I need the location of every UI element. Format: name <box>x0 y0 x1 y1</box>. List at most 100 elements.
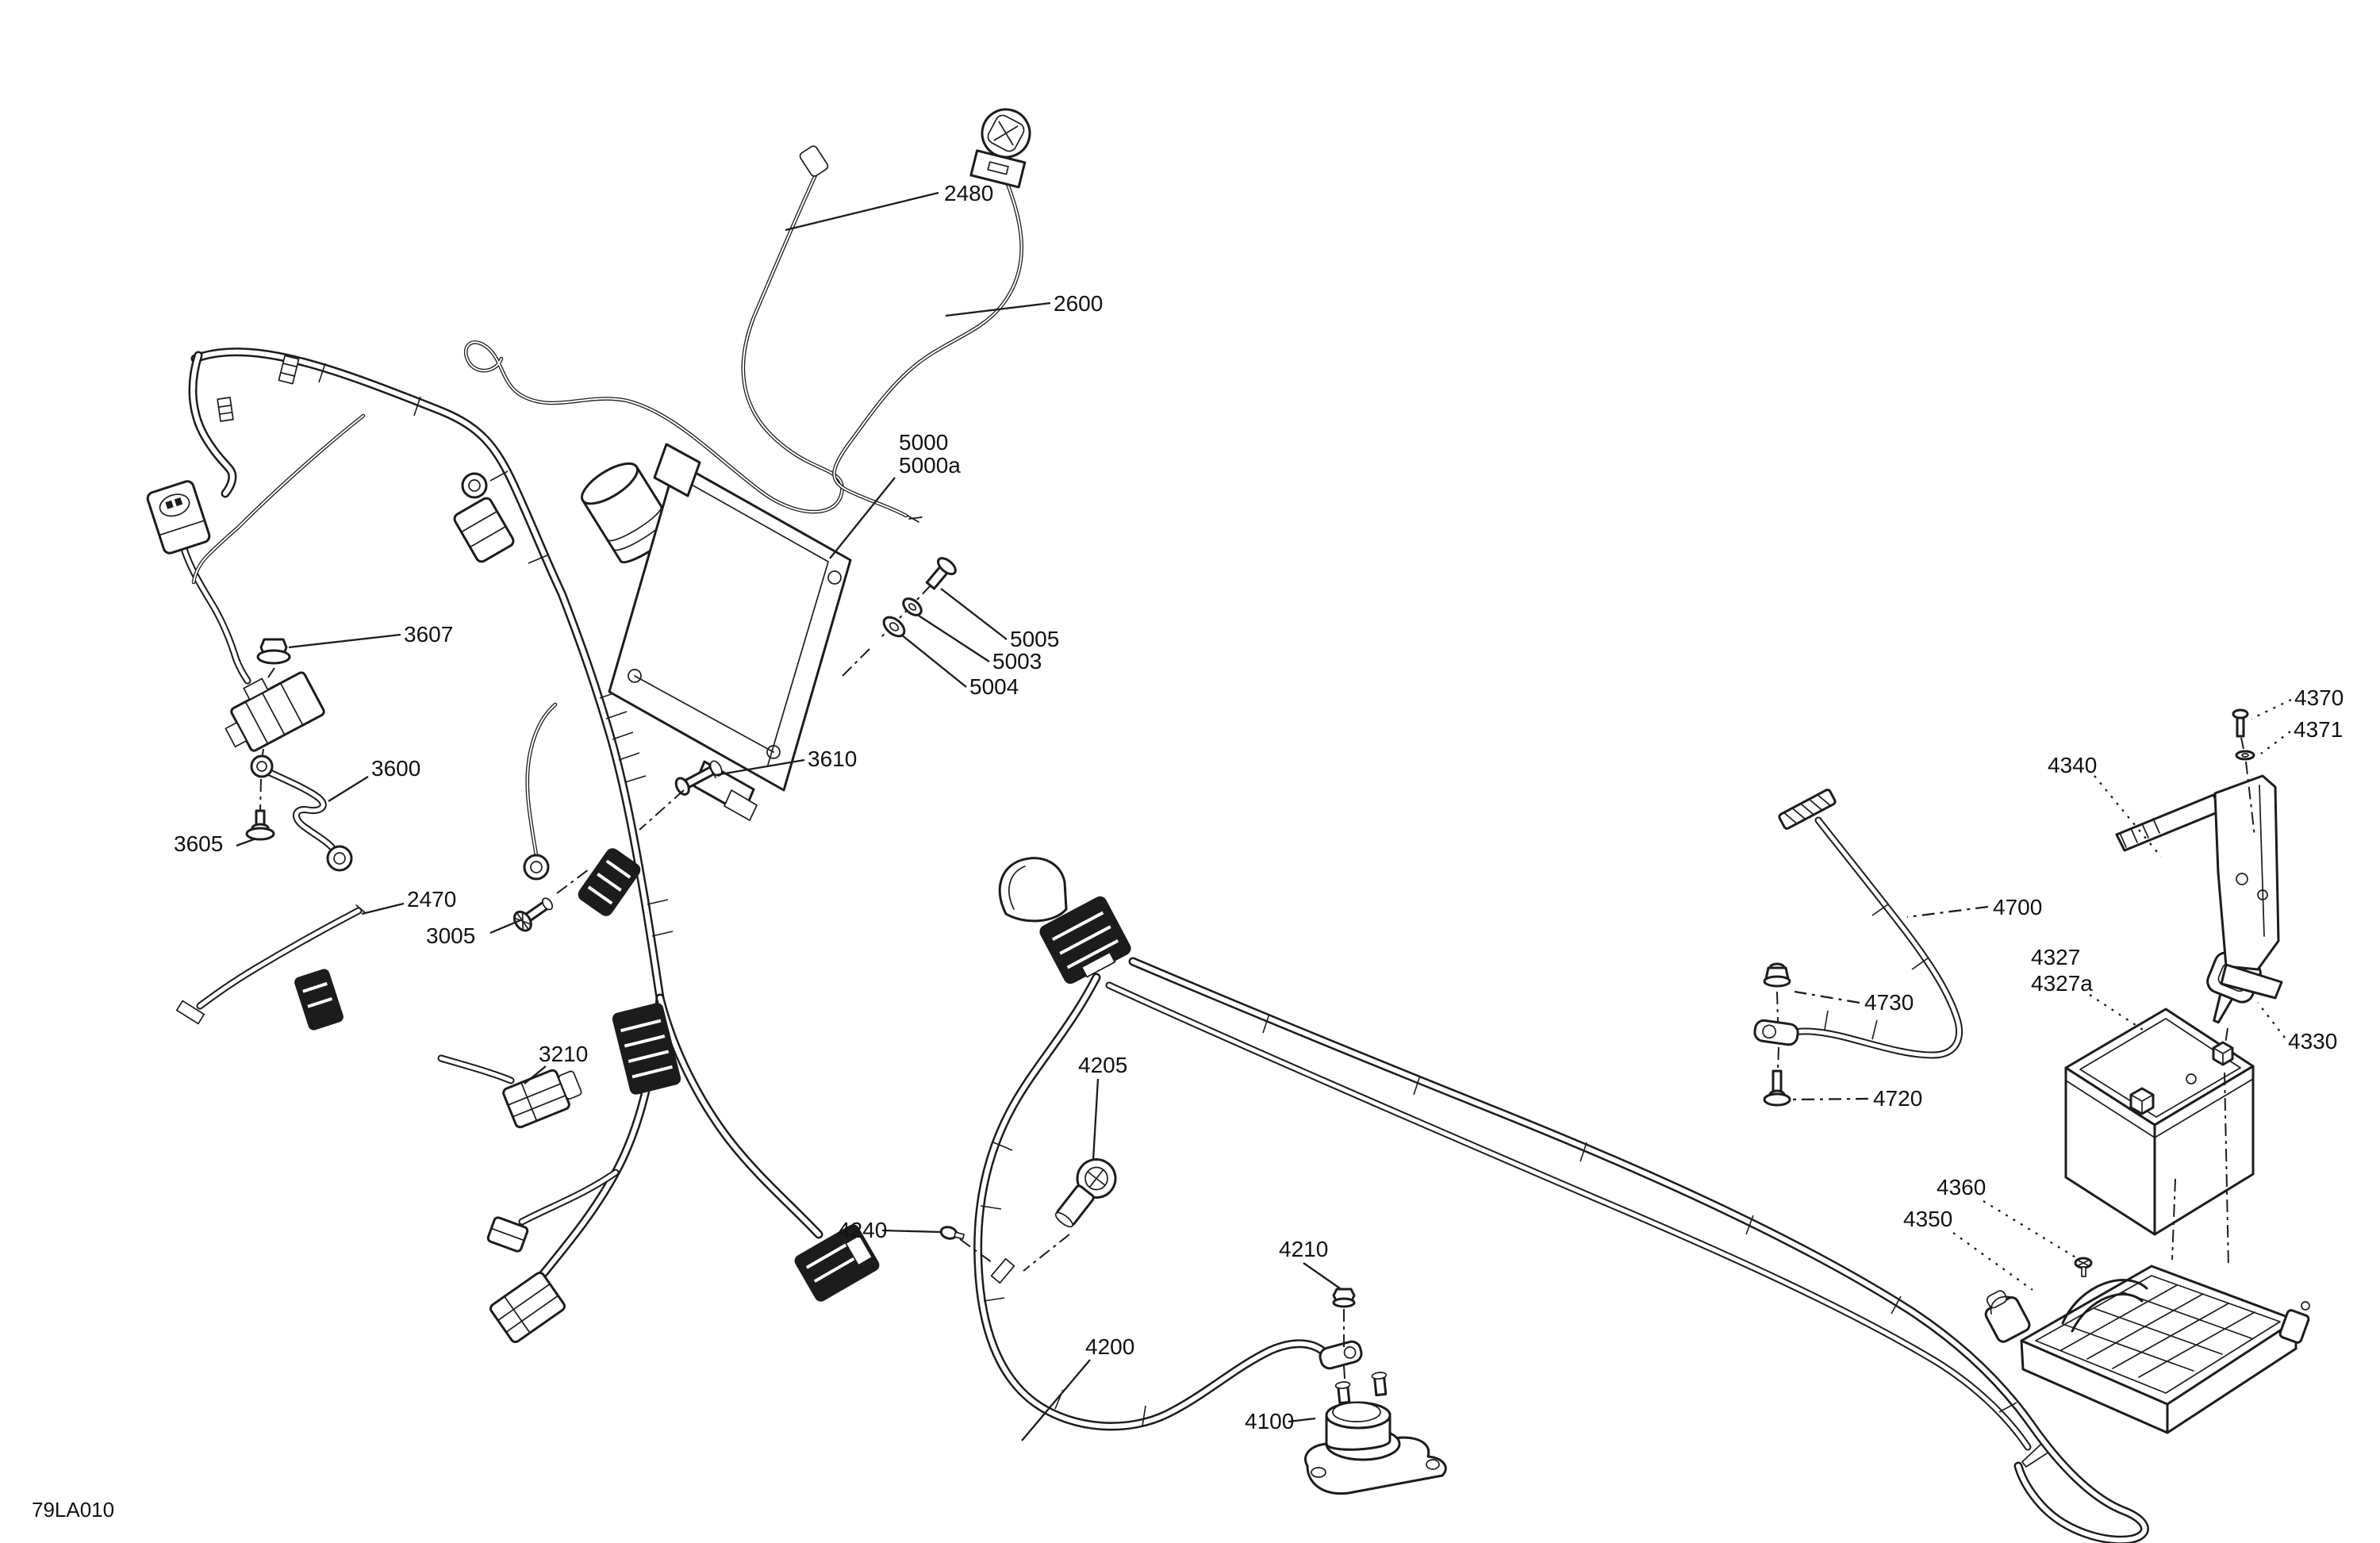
part-label-4327a: 4327a <box>2031 971 2093 996</box>
harness-connector-lower-left <box>489 1271 566 1344</box>
part-label-4730: 4730 <box>1864 990 1914 1015</box>
terminal-cap-4205 <box>1054 1158 1117 1228</box>
leader-line-4327a <box>2089 994 2146 1032</box>
nut-3607 <box>256 638 291 665</box>
battery-4327 <box>2064 1008 2255 1236</box>
bolt-4720 <box>1763 1069 1791 1107</box>
part-label-3005: 3005 <box>426 923 475 948</box>
ring-terminal-4700 <box>1753 1019 1799 1046</box>
harness-clip <box>217 397 234 422</box>
leader-line-4700 <box>1906 905 1989 919</box>
wire-2480 <box>466 145 842 512</box>
part-label-5005: 5005 <box>1010 627 1059 651</box>
long-cable-run <box>1109 961 2144 1540</box>
washer-5003 <box>902 597 923 616</box>
screw-4240 <box>939 1226 965 1240</box>
washer-4371 <box>2235 750 2255 761</box>
leader-line-4360 <box>1983 1200 2078 1259</box>
part-label-2480: 2480 <box>944 181 993 205</box>
leader-line-4370 <box>2251 698 2292 720</box>
bolt-3005 <box>512 897 554 932</box>
leader-line-3005 <box>489 919 521 935</box>
bracket-4340 <box>2115 774 2283 1000</box>
diagram-code: 79LA010 <box>32 1498 114 1522</box>
cable-clip <box>990 1257 1015 1284</box>
leader-line-5005 <box>940 588 1008 640</box>
nut-4210 <box>1332 1288 1356 1308</box>
part-label-2470: 2470 <box>407 887 456 912</box>
part-label-4371: 4371 <box>2294 717 2343 742</box>
labels-layer: 2480260050005000a50055003500436073600360… <box>174 181 2344 1441</box>
ring-terminal <box>523 854 550 881</box>
lead-2470 <box>175 904 367 1025</box>
cable-connector <box>1039 896 1131 985</box>
leader-line-2600 <box>945 301 1051 317</box>
wire-2600 <box>834 108 1031 523</box>
cable-boot <box>998 857 1068 923</box>
cable-4700-tab <box>1778 789 1837 830</box>
part-label-4340: 4340 <box>2048 753 2097 777</box>
leader-line-5000a <box>829 477 896 559</box>
leader-line-4720 <box>1792 1097 1869 1101</box>
bolt-4370 <box>2232 708 2249 738</box>
part-label-4350: 4350 <box>1903 1207 1952 1231</box>
part-label-4370: 4370 <box>2294 685 2344 710</box>
harness-connector-2pin <box>146 480 211 555</box>
leader-line-5004 <box>900 634 967 688</box>
harness-connector-dark2 <box>294 969 344 1031</box>
leader-line-4350 <box>1952 1232 2033 1291</box>
leader-line-4340 <box>2094 775 2162 858</box>
screw-5005 <box>925 557 957 590</box>
part-label-3210: 3210 <box>539 1042 588 1066</box>
leader-line-4371 <box>2260 731 2291 754</box>
leader-line-3605 <box>236 838 255 847</box>
part-label-4240: 4240 <box>838 1218 887 1242</box>
part-label-5003: 5003 <box>992 649 1042 674</box>
harness-connector-small <box>486 1216 529 1253</box>
part-label-4327: 4327 <box>2031 945 2080 969</box>
part-label-2600: 2600 <box>1054 291 1103 316</box>
part-label-5004: 5004 <box>969 674 1019 699</box>
hardware-5005-5003-5004 <box>839 557 957 680</box>
leader-line-4200 <box>1021 1359 1091 1441</box>
harness-connector-dark <box>578 848 641 916</box>
leader-line-4210 <box>1303 1262 1341 1289</box>
battery-terminal-pos <box>2212 1041 2234 1066</box>
harness-sensor-connector <box>453 497 515 563</box>
leader-line-5003 <box>918 615 990 662</box>
leader-line-3607 <box>288 633 401 649</box>
nut-4730 <box>1763 962 1791 988</box>
battery-tray-4350 <box>1984 1265 2310 1434</box>
part-label-3607: 3607 <box>404 622 453 647</box>
part-label-4700: 4700 <box>1993 895 2042 919</box>
leader-line-3600 <box>328 776 369 802</box>
tray-tab <box>2278 1309 2310 1344</box>
harness-connector-lower-right <box>794 1224 880 1302</box>
part-label-4200: 4200 <box>1085 1334 1134 1359</box>
sensor-block-3607 <box>225 671 325 752</box>
solenoid-4100 <box>1304 1372 1447 1495</box>
battery-cable-4200 <box>978 857 1363 1426</box>
negative-cable-4700 <box>1753 789 1959 1055</box>
part-label-4360: 4360 <box>1937 1175 1986 1199</box>
leader-line-3210 <box>524 1065 547 1084</box>
harness-clip <box>278 355 300 385</box>
leader-line-3610 <box>715 758 805 777</box>
washer-5004 <box>882 616 906 638</box>
connector-2600 <box>969 108 1031 189</box>
leader-line-2470 <box>361 902 405 915</box>
part-label-4330: 4330 <box>2288 1029 2337 1054</box>
connector-3210 <box>441 1058 582 1129</box>
leader-line-4330 <box>2257 1002 2286 1038</box>
ground-strap-3600 <box>250 754 353 872</box>
wire-2480-tip <box>799 145 829 177</box>
part-label-5000: 5000 <box>899 430 948 455</box>
part-label-4205: 4205 <box>1078 1053 1127 1077</box>
screw-3610 <box>674 760 723 796</box>
relay-block <box>612 1003 681 1095</box>
leader-line-4240 <box>881 1229 942 1234</box>
leader-line-4730 <box>1794 990 1860 1004</box>
bolt-3605 <box>245 809 275 841</box>
ring-terminal-4200 <box>1319 1340 1363 1370</box>
